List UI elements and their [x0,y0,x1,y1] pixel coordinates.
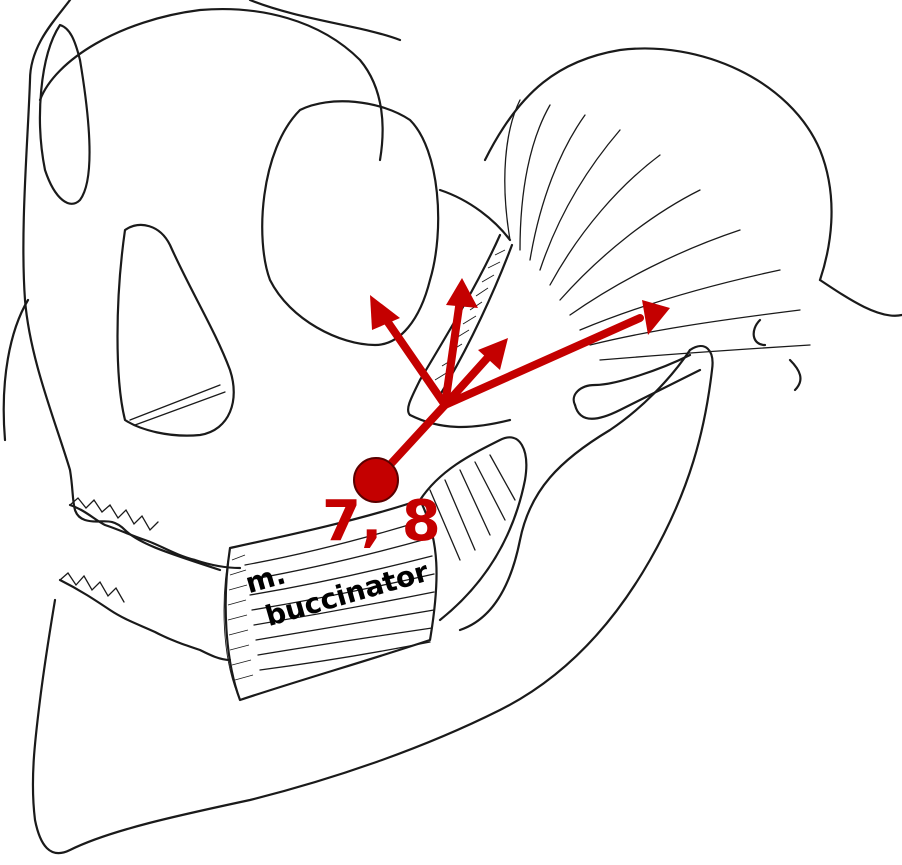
nasal-cavity [118,225,234,436]
arrow-icon [446,278,478,308]
point-label: 7, 8 [322,489,441,554]
teeth [60,498,240,660]
muscle-label-line2: buccinator [262,555,433,633]
skull-outline [4,0,400,570]
orbit [262,101,438,345]
temporalis-fan [485,48,902,360]
